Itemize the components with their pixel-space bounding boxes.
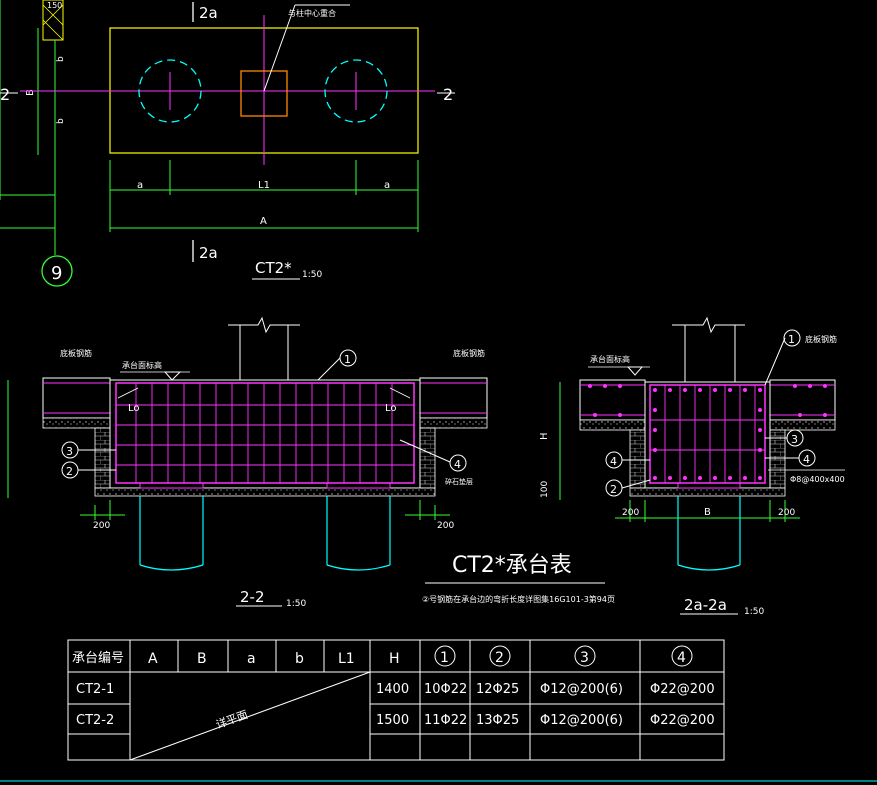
- row1-c3: Φ12@200(6): [540, 682, 623, 697]
- dim-2a-200-left: 200: [622, 508, 639, 518]
- label-gravel: 碎石垫层: [445, 477, 473, 486]
- axis-number: 9: [51, 263, 62, 284]
- label-right-top: 底板钢筋: [453, 348, 485, 358]
- plan-view: 150 B b b 9 2 2 2a 2a 与柱中心重合: [0, 0, 455, 287]
- dim-2a-200-right: 200: [778, 508, 795, 518]
- th-B: B: [197, 651, 207, 667]
- stirrup-note: Φ8@400x400: [790, 475, 845, 484]
- section-2a-scale: 1:50: [744, 607, 764, 617]
- rebar-cage: [115, 382, 415, 484]
- label-2a-right: 底板钢筋: [805, 334, 837, 344]
- callout-2a-3: 3: [791, 433, 798, 446]
- section-22-scale: 1:50: [286, 599, 306, 609]
- section-2a-2a: 1 3 4 4 2 承台面标高 底板钢筋 Φ8@400x400 H 100 20…: [539, 316, 845, 617]
- column-center-square: [240, 70, 288, 117]
- callout-4: 4: [454, 458, 461, 471]
- plan-scale: 1:50: [302, 270, 322, 280]
- row2-c2: 13Φ25: [476, 713, 519, 728]
- merged-diagonal: [129, 671, 371, 761]
- label-left-mid: 承台面标高: [122, 360, 162, 370]
- pile-left: [138, 59, 202, 123]
- plan-title: CT2*: [255, 259, 292, 277]
- dim-a-left: a: [137, 180, 143, 191]
- pilecap-table: CT2*承台表 ②号钢筋在承台边的弯折长度详图集16G101-3第94页 承台编…: [0, 553, 877, 782]
- gravel-bed: [94, 487, 436, 497]
- section-left-label: 2: [0, 85, 10, 104]
- row1-id: CT2-1: [76, 682, 114, 697]
- dim-200-right: 200: [437, 521, 454, 531]
- row1-c4: Φ22@200: [650, 682, 715, 697]
- row1-c1: 10Φ22: [424, 682, 467, 697]
- th-b: b: [295, 651, 304, 667]
- th-4: 4: [677, 650, 686, 666]
- rebar-grid: [116, 383, 414, 483]
- row2-c3: Φ12@200(6): [540, 713, 623, 728]
- dim-100: 100: [540, 481, 550, 498]
- row2-H: 1500: [376, 713, 409, 728]
- dim-top-150: 150: [47, 1, 62, 10]
- label-left-top: 底板钢筋: [60, 348, 92, 358]
- section-22-title: 2-2: [240, 588, 265, 606]
- section-bottom-label: 2a: [199, 244, 218, 262]
- th-A: A: [148, 651, 158, 667]
- section-right-label: 2: [443, 85, 453, 104]
- merged-note: 详平面: [214, 707, 250, 731]
- rebar-dots: [588, 384, 827, 480]
- section-2a-title: 2a-2a: [684, 596, 727, 614]
- th-1: 1: [440, 650, 449, 666]
- dim-2a-B: B: [704, 507, 711, 518]
- piles-2-2: [139, 496, 391, 571]
- axis-bubble: [41, 255, 73, 287]
- leader-line: [263, 4, 296, 92]
- row2-id: CT2-2: [76, 713, 114, 728]
- table-note: ②号钢筋在承台边的弯折长度详图集16G101-3第94页: [422, 594, 615, 604]
- row2-c1: 11Φ22: [424, 713, 467, 728]
- th-2: 2: [495, 650, 504, 666]
- section-2-2: Lo Lo 1 3 2 4 底板钢筋 承台面标高 底板钢筋: [7, 316, 488, 609]
- dim-H: H: [539, 432, 550, 440]
- th-3: 3: [580, 650, 589, 666]
- callout-2a-2: 2: [610, 483, 617, 496]
- callout-1: 1: [344, 353, 351, 366]
- th-L1: L1: [338, 651, 355, 667]
- dim-L1: L1: [258, 180, 270, 191]
- row1-c2: 12Φ25: [476, 682, 519, 697]
- rebar-cage-2a: [649, 384, 766, 484]
- row1-H: 1400: [376, 682, 409, 697]
- callout-3: 3: [66, 445, 73, 458]
- dim-A: A: [260, 216, 267, 227]
- dim-b2-label: b: [56, 118, 66, 124]
- callout-2a-1: 1: [788, 333, 795, 346]
- pile-right: [324, 59, 388, 123]
- dim-B-label: B: [25, 89, 36, 96]
- th-a: a: [247, 651, 256, 667]
- dim-200-left: 200: [93, 521, 110, 531]
- row2-c4: Φ22@200: [650, 713, 715, 728]
- leader-note: 与柱中心重合: [288, 8, 336, 18]
- lo-right: Lo: [385, 403, 397, 414]
- lo-left: Lo: [128, 403, 140, 414]
- callout-2a-4: 4: [803, 453, 810, 466]
- table-title: CT2*承台表: [452, 553, 572, 578]
- callout-2: 2: [66, 465, 73, 478]
- dim-a-right: a: [384, 180, 390, 191]
- th-H: H: [389, 651, 400, 667]
- th-id: 承台编号: [72, 651, 124, 666]
- callout-2a-4-left: 4: [610, 455, 617, 468]
- dim-b1-label: b: [56, 56, 66, 62]
- label-2a-left: 承台面标高: [590, 354, 630, 364]
- section-top-label: 2a: [199, 4, 218, 22]
- column-hatch: [42, 4, 64, 41]
